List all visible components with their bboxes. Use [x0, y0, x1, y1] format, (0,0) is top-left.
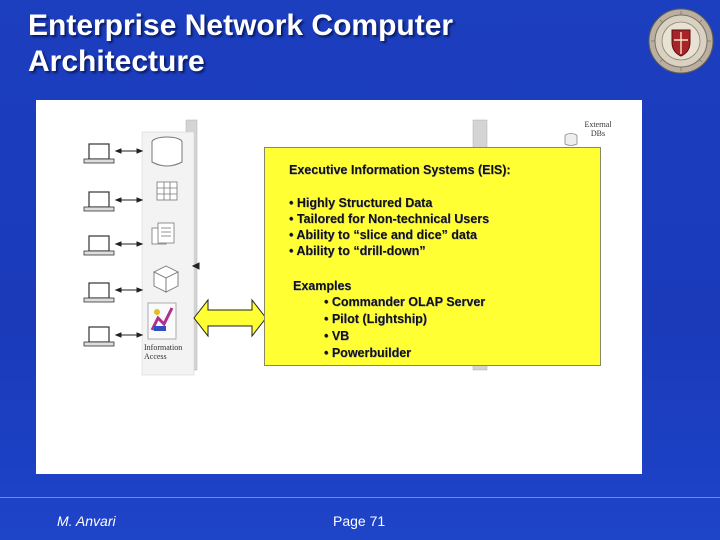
- eis-examples-heading: Examples: [293, 279, 352, 293]
- client-terminal-5: [83, 326, 115, 347]
- eis-feature-2: • Tailored for Non-technical Users: [289, 212, 490, 226]
- arrow-tip: [191, 262, 200, 270]
- slide-title: Enterprise Network Computer Architecture: [28, 8, 588, 80]
- client-terminal-2: [83, 191, 115, 212]
- slide-title-line2: Architecture: [28, 45, 205, 78]
- footer-page-number: Page 71: [333, 513, 386, 529]
- database-cylinder-icon: [151, 136, 183, 167]
- eis-feature-4: • Ability to “drill-down”: [289, 244, 426, 258]
- university-seal-icon: [648, 8, 714, 74]
- footer-divider: [0, 497, 720, 498]
- client-terminal-1: [83, 143, 115, 164]
- eis-access-arrow: [193, 298, 267, 338]
- eis-feature-1: • Highly Structured Data: [289, 196, 433, 210]
- client-terminal-3: [83, 235, 115, 256]
- information-access-label: Information Access: [144, 343, 183, 361]
- external-dbs-label: External DBs: [584, 120, 612, 138]
- eis-callout-box: Executive Information Systems (EIS): • H…: [264, 147, 601, 366]
- eis-example-1: • Commander OLAP Server: [324, 295, 486, 309]
- olap-cube-icon: [152, 265, 180, 293]
- eis-feature-3: • Ability to “slice and dice” data: [289, 228, 477, 242]
- footer-author: M. Anvari: [57, 513, 116, 529]
- client-terminal-4: [83, 282, 115, 303]
- eis-example-3: • VB: [324, 329, 350, 343]
- spreadsheet-grid-icon: [156, 181, 178, 201]
- information-access-image: [147, 302, 177, 340]
- document-stack-icon: [151, 222, 175, 245]
- content-panel: External DBs Information Access Executiv…: [36, 100, 642, 474]
- eis-example-4: • Powerbuilder: [324, 346, 412, 360]
- eis-heading: Executive Information Systems (EIS):: [289, 163, 511, 177]
- eis-example-2: • Pilot (Lightship): [324, 312, 427, 326]
- external-db-icon: [564, 133, 578, 146]
- slide-title-line1: Enterprise Network Computer: [28, 9, 454, 42]
